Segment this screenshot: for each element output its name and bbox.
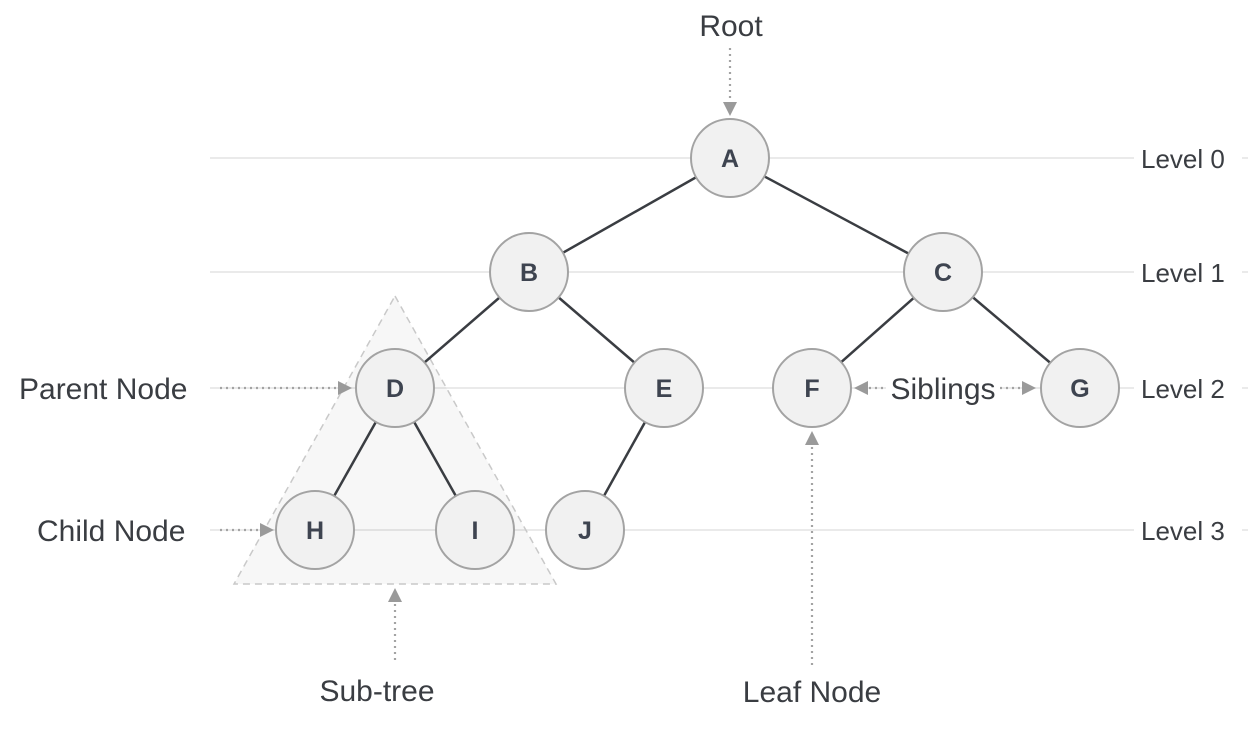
node-circle-b (489, 232, 569, 312)
subtree-arrow-head-icon (388, 588, 402, 602)
level-3-label-bg (1134, 514, 1242, 546)
node-circle-e (624, 348, 704, 428)
leaf-node-arrow-head-icon (805, 431, 819, 445)
parent-node-annotation: Parent Node (19, 373, 352, 406)
siblings-label-bg (886, 372, 1000, 404)
node-label-h: H (306, 517, 324, 545)
node-label-e: E (656, 375, 673, 403)
level-1-label: Level 1 (1141, 258, 1225, 288)
child-node-annotation: Child Node (37, 515, 274, 548)
siblings-left-arrow-head-icon (854, 381, 868, 395)
root-label: Root (699, 10, 763, 43)
parent-node-label: Parent Node (19, 373, 187, 406)
level-2-label-bg (1134, 372, 1242, 404)
root-arrow-head-icon (723, 102, 737, 116)
node-circle-d (355, 348, 435, 428)
tree-node-i: I (435, 490, 515, 570)
edge-a-c (729, 156, 944, 274)
node-circle-a (690, 118, 770, 198)
child-node-label: Child Node (37, 515, 185, 548)
node-circle-f (772, 348, 852, 428)
level-0-label-bg (1134, 142, 1242, 174)
tree-node-j: J (545, 490, 625, 570)
node-label-b: B (520, 259, 538, 287)
subtree-outline (232, 294, 558, 585)
node-label-j: J (578, 517, 592, 545)
node-circle-i (435, 490, 515, 570)
siblings-annotation: Siblings (854, 372, 1036, 406)
level-3-label: Level 3 (1141, 516, 1225, 546)
node-label-c: C (934, 259, 952, 287)
tree-node-a: A (690, 118, 770, 198)
tree-node-b: B (489, 232, 569, 312)
subtree-label: Sub-tree (319, 675, 434, 708)
node-label-i: I (472, 517, 479, 545)
tree-node-g: G (1040, 348, 1120, 428)
siblings-label: Siblings (890, 373, 995, 406)
node-circle-g (1040, 348, 1120, 428)
node-label-g: G (1070, 375, 1089, 403)
node-circle-c (903, 232, 983, 312)
leaf-node-label: Leaf Node (743, 676, 881, 709)
leaf-node-annotation: Leaf Node (743, 431, 881, 709)
node-label-d: D (386, 375, 404, 403)
root-annotation: Root (699, 10, 763, 116)
node-circle-h (275, 490, 355, 570)
node-label-f: F (804, 375, 819, 403)
level-2-label: Level 2 (1141, 374, 1225, 404)
level-0-label: Level 0 (1141, 144, 1225, 174)
level-1-label-bg (1134, 256, 1242, 288)
subtree-annotation: Sub-tree (319, 588, 435, 708)
tree-node-e: E (624, 348, 704, 428)
tree-node-f: F (772, 348, 852, 428)
node-label-a: A (721, 145, 739, 173)
tree-node-h: H (275, 490, 355, 570)
parent-node-arrow-head-icon (338, 381, 352, 395)
siblings-right-arrow-head-icon (1022, 381, 1036, 395)
tree-node-c: C (903, 232, 983, 312)
node-circle-j (545, 490, 625, 570)
child-node-arrow-head-icon (260, 523, 274, 537)
level-labels: Level 0 Level 1 Level 2 Level 3 (1134, 142, 1242, 546)
tree-node-d: D (355, 348, 435, 428)
